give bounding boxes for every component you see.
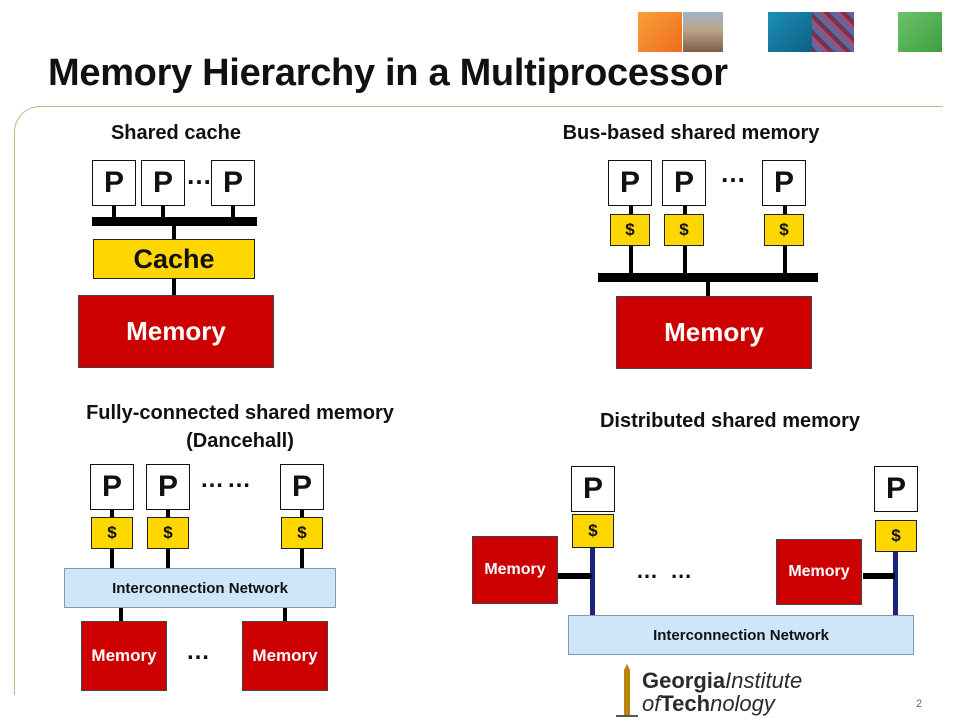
- link: [172, 226, 176, 240]
- campus-photo-thumbnail: [683, 12, 723, 52]
- cache-box: $: [610, 214, 650, 246]
- bus-based-heading: Bus-based shared memory: [562, 122, 820, 144]
- processor: P: [874, 466, 918, 512]
- link: [558, 573, 592, 579]
- link: [110, 510, 114, 518]
- cache-box: $: [664, 214, 704, 246]
- processor: P: [608, 160, 652, 206]
- cache-box: $: [764, 214, 804, 246]
- ellipsis: ……: [200, 466, 254, 493]
- memory-block: Memory: [78, 295, 274, 368]
- ellipsis: …: [186, 160, 215, 190]
- link: [683, 246, 687, 274]
- processor: P: [90, 464, 134, 510]
- bus: [598, 273, 818, 282]
- bus: [92, 217, 257, 226]
- interconnection-network: Interconnection Network: [64, 568, 336, 608]
- memory-block: Memory: [616, 296, 812, 369]
- link: [683, 206, 687, 214]
- shared-cache-box: Cache: [93, 239, 255, 279]
- link: [783, 206, 787, 214]
- ellipsis: …: [186, 638, 213, 665]
- memory-block: Memory: [776, 539, 862, 605]
- link: [300, 510, 304, 518]
- processor: P: [141, 160, 185, 206]
- green-thumbnail: [898, 12, 942, 52]
- memory-block: Memory: [242, 621, 328, 691]
- link: [166, 549, 170, 569]
- logo-line2-bold: Tech: [660, 691, 711, 716]
- link: [231, 206, 235, 218]
- shared-cache-heading: Shared cache: [110, 122, 242, 144]
- interconnection-network: Interconnection Network: [568, 615, 914, 655]
- logo-line2-pre: of: [642, 691, 661, 716]
- dancehall-heading-line2: (Dancehall): [186, 430, 294, 452]
- link: [863, 573, 895, 579]
- link: [283, 608, 287, 622]
- memory-block: Memory: [472, 536, 558, 604]
- link: [110, 549, 114, 569]
- processor: P: [211, 160, 255, 206]
- tower-icon: [616, 664, 638, 717]
- link: [161, 206, 165, 218]
- dancehall-heading-line1: Fully-connected shared memory: [86, 402, 394, 424]
- slide-title: Memory Hierarchy in a Multiprocessor: [48, 52, 728, 94]
- cache-box: $: [91, 517, 133, 549]
- ellipsis: …: [720, 158, 749, 188]
- processor: P: [146, 464, 190, 510]
- link: [172, 279, 176, 296]
- link: [706, 282, 710, 297]
- georgia-tech-logo: GeorgiaInstitute ofTechnology: [604, 664, 834, 720]
- logo-line1-rest: Institute: [725, 668, 803, 693]
- distributed-heading: Distributed shared memory: [599, 410, 861, 432]
- processor: P: [280, 464, 324, 510]
- link: [119, 608, 123, 622]
- processor: P: [762, 160, 806, 206]
- blue-thumbnail: [768, 12, 812, 52]
- content-frame: [14, 106, 943, 695]
- link: [893, 552, 898, 616]
- chip-photo-thumbnail: [812, 12, 854, 52]
- link: [300, 549, 304, 569]
- link: [629, 206, 633, 214]
- processor: P: [662, 160, 706, 206]
- logo-line1-bold: Georgia: [642, 668, 726, 693]
- page-number: 2: [916, 698, 923, 710]
- cache-box: $: [147, 517, 189, 549]
- link: [629, 246, 633, 274]
- processor: P: [92, 160, 136, 206]
- link: [590, 548, 595, 616]
- memory-block: Memory: [81, 621, 167, 691]
- processor: P: [571, 466, 615, 512]
- orange-thumbnail: [638, 12, 682, 52]
- cache-box: $: [875, 520, 917, 552]
- cache-box: $: [572, 514, 614, 548]
- link: [166, 510, 170, 518]
- link: [783, 246, 787, 274]
- ellipsis: … …: [636, 558, 696, 583]
- logo-line2-rest: nology: [710, 691, 775, 716]
- link: [112, 206, 116, 218]
- cache-box: $: [281, 517, 323, 549]
